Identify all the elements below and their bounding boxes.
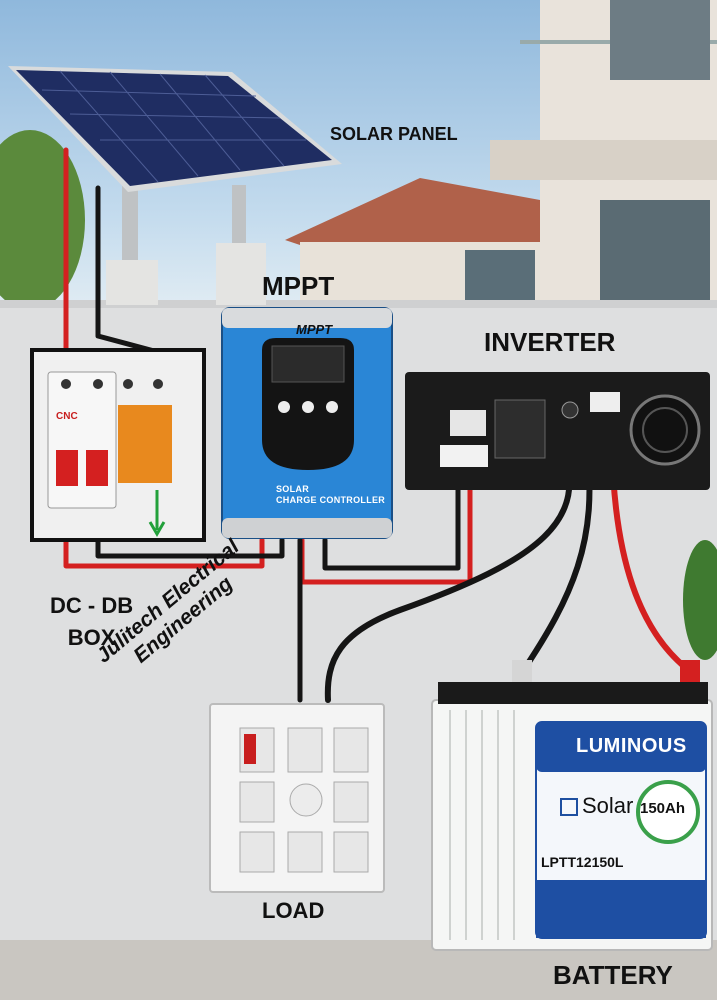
battery-capacity-badge — [636, 780, 700, 844]
building-balcony — [490, 140, 717, 180]
breaker-brand: CNC — [56, 411, 78, 422]
load-switch-2 — [287, 727, 323, 773]
inverter-socket — [494, 399, 546, 459]
label-mppt: MPPT — [262, 271, 335, 301]
inverter-fan-ring — [642, 407, 688, 453]
tree-left — [0, 130, 85, 310]
battery-model: LPTT12150L — [541, 854, 624, 870]
wall-top — [0, 300, 717, 308]
inverter-switch — [561, 401, 579, 419]
wire-mppt-inverter-negative — [322, 427, 461, 571]
label-dc-db-line1: DC - DB — [50, 593, 134, 618]
inverter-input-terminal — [450, 410, 486, 436]
label-load: LOAD — [262, 898, 325, 923]
mppt-display — [271, 345, 345, 383]
ground-arrow-icon — [148, 490, 166, 537]
controller-caption-line2: CHARGE CONTROLLER — [276, 495, 386, 505]
battery-terminal-positive — [680, 660, 700, 682]
battery-product: Solar — [560, 793, 633, 819]
mppt-bottom-cap — [222, 518, 392, 538]
battery-capacity: 150Ah — [640, 800, 686, 817]
terminal — [153, 379, 163, 389]
plant — [683, 540, 717, 660]
label-battery: BATTERY — [553, 960, 673, 990]
building-window — [600, 200, 710, 305]
controller-brand: MPPT — [296, 322, 333, 337]
mppt-button-left — [278, 401, 290, 413]
solar-logo-icon — [560, 798, 578, 817]
controller-caption: SOLAR CHARGE CONTROLLER — [276, 484, 385, 506]
terminal — [61, 379, 71, 389]
battery-lid — [438, 682, 708, 704]
label-inverter: INVERTER — [484, 327, 616, 357]
breaker-toggle-right — [86, 450, 108, 486]
solar-panel — [16, 70, 332, 186]
terminal — [93, 379, 103, 389]
load-switch-indicator — [244, 734, 256, 764]
load-socket — [287, 831, 323, 873]
load-switch-6 — [239, 831, 275, 873]
label-solar-panel: SOLAR PANEL — [330, 124, 458, 144]
battery-icon-band — [536, 880, 706, 938]
wire-inverter-load — [324, 442, 573, 703]
house-roof — [285, 178, 540, 245]
battery-ribs — [449, 710, 515, 940]
battery-product-text: Solar — [582, 793, 634, 818]
inverter-label — [440, 445, 488, 467]
dc-breaker — [47, 371, 117, 509]
load-switch-4 — [239, 781, 275, 823]
breaker-toggle-left — [56, 450, 78, 486]
building-window-upper — [610, 0, 710, 80]
label-dc-db-box: DC - DB BOX — [50, 590, 133, 654]
fan-regulator-icon — [289, 783, 323, 817]
battery-brand: LUMINOUS — [576, 735, 687, 757]
surge-protector — [118, 405, 172, 483]
controller-caption-line1: SOLAR — [276, 484, 309, 494]
mppt-top-cap — [222, 308, 392, 328]
mppt-button-center — [302, 401, 314, 413]
panel-base-left — [106, 260, 158, 305]
terminal — [123, 379, 133, 389]
battery-brand-band — [536, 722, 706, 772]
solar-panel-grid — [41, 70, 306, 183]
load-switch-3 — [333, 727, 369, 773]
inverter-sticker — [590, 392, 620, 412]
panel-post-left — [122, 185, 138, 265]
inverter-fan-icon — [629, 394, 701, 466]
mppt-button-right — [326, 401, 338, 413]
panel-base-right — [216, 243, 266, 305]
load-socket-universal — [333, 831, 369, 873]
load-switch-5 — [333, 781, 369, 823]
label-dc-db-line2: BOX — [67, 625, 116, 650]
house-window — [465, 250, 535, 305]
panel-post-right — [232, 185, 246, 255]
battery-terminal-negative — [512, 660, 532, 682]
